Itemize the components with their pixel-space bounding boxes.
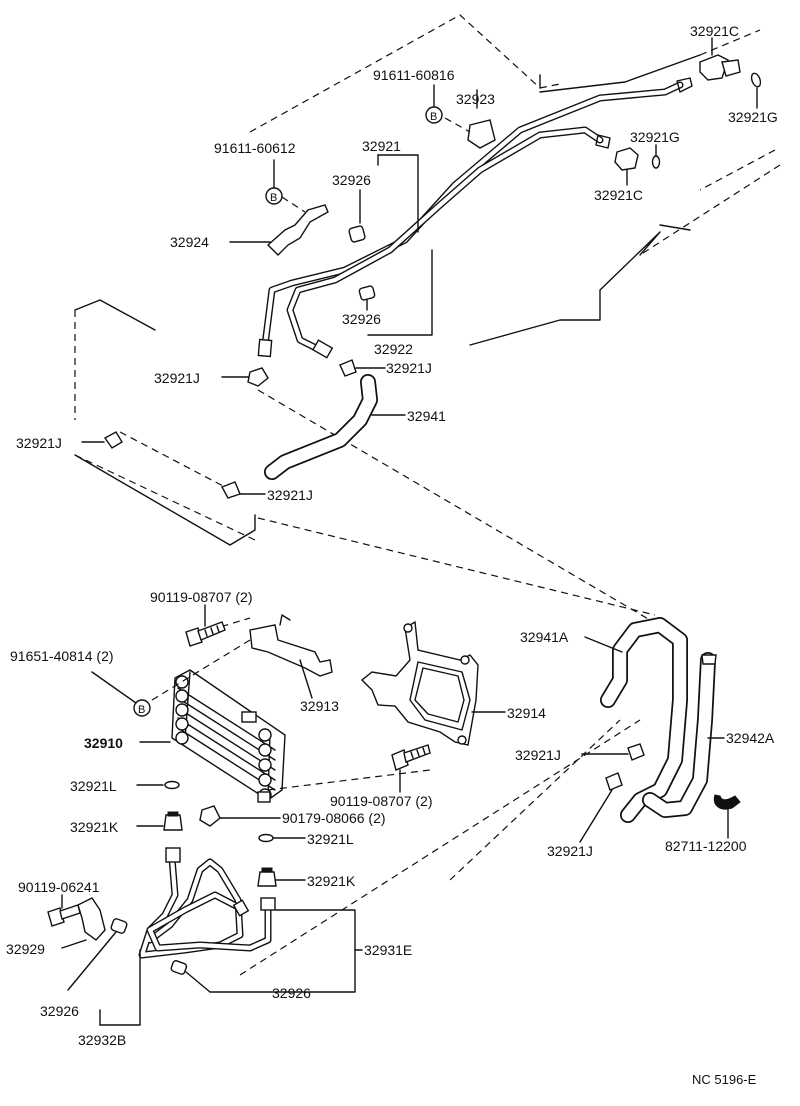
bolt-90119-08707-top: [185, 604, 226, 647]
label-90119-06241: 90119-06241: [18, 879, 100, 895]
label-32921L-b: 32921L: [307, 831, 354, 847]
label-32924: 32924: [170, 234, 209, 250]
label-32921G-mid: 32921G: [630, 129, 680, 145]
clip-82711-12200: [713, 794, 741, 839]
oring-32921G-mid: [651, 144, 661, 169]
oil-cooler-32910: [139, 669, 286, 803]
label-32921K-a: 32921K: [70, 819, 119, 835]
label-32926-bottom: 32926: [272, 985, 311, 1001]
bracket-32914: [360, 620, 506, 746]
bolt-90119-08707-bottom: [391, 744, 431, 793]
plug-32921K-a: [136, 811, 183, 831]
grommet-32926-bottom-left: [67, 918, 128, 991]
leader-32932B: [99, 949, 141, 1026]
label-32921L-a: 32921L: [70, 778, 117, 794]
bracket-32929: [61, 897, 106, 949]
label-91611-60612: 91611-60612: [214, 140, 296, 156]
bolt-marker-91611-60816: [425, 84, 443, 124]
union-32921C-mid: [614, 147, 639, 186]
plug-32921K-b: [257, 867, 306, 887]
label-91611-60816: 91611-60816: [373, 67, 455, 83]
oring-32921G-top: [750, 72, 762, 109]
label-90119-08707-top: 90119-08707 (2): [150, 589, 252, 605]
marker-b-3: B: [138, 704, 145, 716]
oil-cooler-tube-32921: [257, 77, 693, 358]
label-32921C-mid: 32921C: [594, 187, 643, 203]
label-32926-top: 32926: [332, 172, 371, 188]
label-82711-12200: 82711-12200: [665, 838, 747, 854]
label-32914: 32914: [507, 705, 546, 721]
leader-32922: [367, 249, 433, 336]
leader-32931E: [209, 909, 363, 993]
label-32921G-top: 32921G: [728, 109, 778, 125]
label-32941A: 32941A: [520, 629, 569, 645]
label-32921: 32921: [362, 138, 401, 154]
label-32921J-b: 32921J: [386, 360, 432, 376]
bolt-marker-91611-60612: [265, 159, 283, 205]
oil-cooler-tube-32922: [286, 126, 611, 359]
label-32921J-d: 32921J: [267, 487, 313, 503]
leader-32921: [377, 154, 419, 233]
hose-32942A: [642, 652, 725, 818]
label-32921J-e: 32921J: [515, 747, 561, 763]
bracket-32924: [229, 196, 329, 256]
oring-32921L-b: [258, 833, 306, 843]
label-90119-08707-bottom: 90119-08707 (2): [330, 793, 432, 809]
label-32932B: 32932B: [78, 1032, 126, 1048]
label-32922: 32922: [374, 341, 413, 357]
label-32923: 32923: [456, 91, 495, 107]
label-32921J-a: 32921J: [154, 370, 200, 386]
clamp-32923: [444, 89, 496, 149]
grommet-32926-bottom: [170, 960, 211, 993]
label-32913: 32913: [300, 698, 339, 714]
hose-32941: [264, 374, 406, 480]
clip-32921J-a: [221, 367, 269, 387]
tube-32932B: [138, 847, 244, 959]
tube-32931E: [146, 891, 276, 952]
grommet-32926-top: [348, 189, 366, 243]
grommet-32926-mid: [358, 285, 376, 311]
frame-outline-upper: [74, 14, 781, 976]
label-32921J-f: 32921J: [547, 843, 593, 859]
clip-32921J-b: [339, 359, 386, 377]
bracket-32913: [249, 614, 333, 699]
label-32929: 32929: [6, 941, 45, 957]
oring-32921L-a: [136, 780, 180, 790]
clip-32921J-c: [81, 431, 123, 449]
drawing-code: NC 5196-E: [692, 1072, 757, 1087]
label-32921J-c: 32921J: [16, 435, 62, 451]
clip-32921J-d: [221, 481, 266, 499]
clip-32921J-f: [579, 772, 623, 843]
hose-32941A: [584, 617, 688, 823]
marker-b-1: B: [430, 111, 437, 123]
clip-32921J-e: [581, 743, 645, 761]
label-32910: 32910: [84, 735, 123, 751]
label-32921K-b: 32921K: [307, 873, 356, 889]
label-32926-mid: 32926: [342, 311, 381, 327]
label-90179-08066: 90179-08066 (2): [282, 810, 386, 826]
label-32921C-top: 32921C: [690, 23, 739, 39]
bolt-90179-08066: [199, 805, 281, 827]
label-32941: 32941: [407, 408, 446, 424]
label-32931E: 32931E: [364, 942, 412, 958]
marker-b-2: B: [270, 192, 277, 204]
label-32942A: 32942A: [726, 730, 775, 746]
bolt-90119-06241: [47, 894, 81, 927]
union-32921C-top: [699, 37, 741, 81]
label-32926-bottom-left: 32926: [40, 1003, 79, 1019]
label-91651-40814: 91651-40814 (2): [10, 648, 114, 664]
bolt-marker-91651-40814: [91, 671, 151, 717]
